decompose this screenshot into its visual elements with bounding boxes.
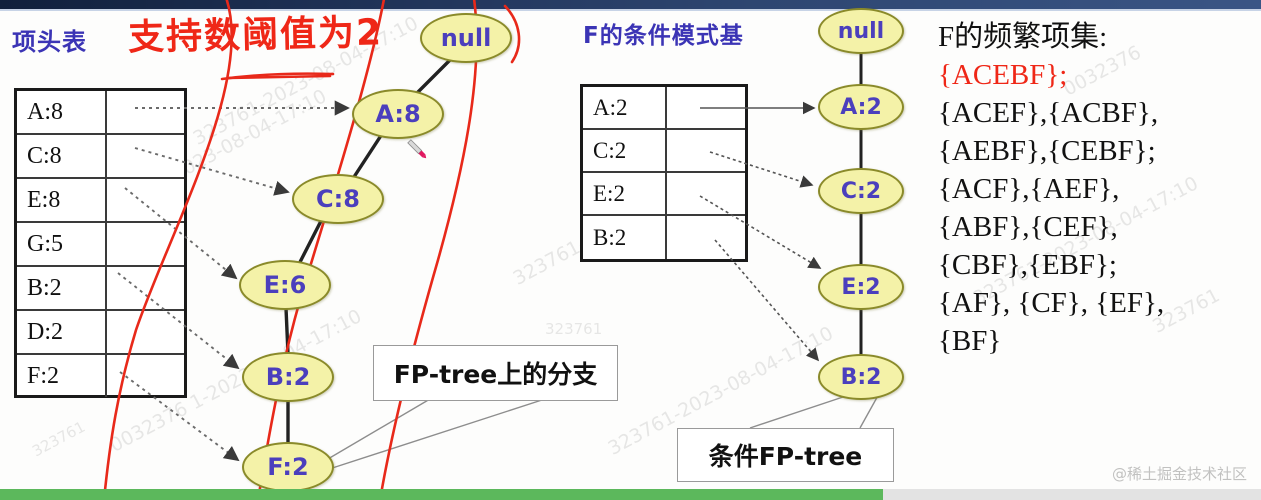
frequent-itemset-line: {ACEF},{ACBF}, bbox=[938, 97, 1159, 129]
cond-node-b[interactable]: B:2 bbox=[818, 354, 904, 400]
header-item-cell: G:5 bbox=[17, 223, 107, 265]
cond-node-e[interactable]: E:2 bbox=[818, 264, 904, 310]
callout-fptree-branch: FP-tree上的分支 bbox=[373, 345, 618, 401]
table-row: C:8 bbox=[17, 135, 184, 179]
fp-node-b[interactable]: B:2 bbox=[242, 352, 334, 402]
frequent-itemset-line: {BF} bbox=[938, 325, 1002, 357]
cond-item-cell: A:2 bbox=[583, 87, 667, 128]
callout-conditional-fptree: 条件FP-tree bbox=[677, 428, 894, 482]
cond-item-cell: B:2 bbox=[583, 216, 667, 259]
fp-node-f[interactable]: F:2 bbox=[242, 442, 334, 492]
frequent-itemset-line: {CBF},{EBF}; bbox=[938, 249, 1117, 281]
header-item-cell: C:8 bbox=[17, 135, 107, 177]
frequent-itemsets-title: F的频繁项集: bbox=[938, 21, 1108, 53]
table-row: B:2 bbox=[17, 267, 184, 311]
cond-node-a[interactable]: A:2 bbox=[818, 84, 904, 130]
callout-leader-lines bbox=[315, 391, 881, 473]
cond-pattern-base-title: F的条件模式基 bbox=[583, 23, 744, 49]
cond-item-cell: C:2 bbox=[583, 130, 667, 171]
red-annotation-strokes bbox=[102, 0, 521, 500]
site-watermark: @稀土掘金技术社区 bbox=[1111, 465, 1247, 483]
table-row: C:2 bbox=[583, 130, 745, 173]
table-row: E:2 bbox=[583, 173, 745, 216]
table-row: E:8 bbox=[17, 179, 184, 223]
header-item-cell: F:2 bbox=[17, 355, 107, 397]
table-row: D:2 bbox=[17, 311, 184, 355]
table-row: F:2 bbox=[17, 355, 184, 397]
table-row: A:8 bbox=[17, 91, 184, 135]
header-item-cell: A:8 bbox=[17, 91, 107, 133]
cond-link-arrows bbox=[699, 101, 822, 362]
frequent-itemsets-block: F的频繁项集: {ACEBF}; {ACEF},{ACBF}, {AEBF},{… bbox=[938, 18, 1258, 360]
header-item-cell: D:2 bbox=[17, 311, 107, 353]
cond-item-cell: E:2 bbox=[583, 173, 667, 214]
frequent-itemset-line: {AF}, {CF}, {EF}, bbox=[938, 287, 1165, 319]
node-link-arrows bbox=[117, 100, 350, 462]
cond-node-c[interactable]: C:2 bbox=[818, 168, 904, 214]
header-item-cell: E:8 bbox=[17, 179, 107, 221]
fp-node-e[interactable]: E:6 bbox=[239, 260, 331, 310]
table-row: B:2 bbox=[583, 216, 745, 259]
video-progress-track[interactable] bbox=[0, 489, 1261, 500]
cond-node-null[interactable]: null bbox=[818, 8, 904, 54]
cond-pattern-table: A:2 C:2 E:2 B:2 bbox=[580, 84, 748, 262]
fp-node-null[interactable]: null bbox=[420, 13, 512, 63]
header-item-cell: B:2 bbox=[17, 267, 107, 309]
top-window-bar bbox=[0, 0, 1261, 9]
frequent-itemset-line: {ACF},{AEF}, bbox=[938, 173, 1120, 205]
top-bar-highlight bbox=[0, 9, 1261, 11]
fp-node-c[interactable]: C:8 bbox=[292, 174, 384, 224]
header-table: A:8 C:8 E:8 G:5 B:2 D:2 F:2 bbox=[14, 88, 187, 398]
pen-cursor-icon bbox=[407, 139, 427, 159]
frequent-itemset-line: {ACEBF}; bbox=[938, 59, 1068, 91]
frequent-itemset-line: {ABF},{CEF}, bbox=[938, 211, 1118, 243]
video-progress-fill bbox=[0, 489, 883, 500]
table-row: G:5 bbox=[17, 223, 184, 267]
fp-node-a[interactable]: A:8 bbox=[352, 89, 444, 139]
header-table-title: 项头表 bbox=[12, 28, 87, 56]
frequent-itemset-line: {AEBF},{CEBF}; bbox=[938, 135, 1156, 167]
table-row: A:2 bbox=[583, 87, 745, 130]
